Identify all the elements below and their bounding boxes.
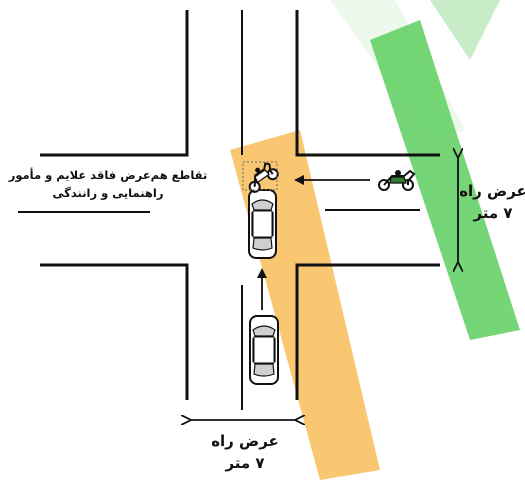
road-edge-top-right bbox=[295, 10, 440, 157]
bottom-road-width-line2: ۷ متر bbox=[225, 454, 265, 472]
car-icon bbox=[249, 315, 279, 385]
road-edge-bottom-left bbox=[40, 263, 189, 400]
lane-lines bbox=[18, 10, 420, 410]
car-icon bbox=[248, 189, 277, 259]
motorcycle-icon bbox=[378, 169, 416, 191]
motorcycle-icon bbox=[248, 162, 279, 193]
bottom-road-width-line1: عرض راه bbox=[211, 432, 279, 450]
intersection-label: تقاطع هم‌عرض فاقد علایم و مأمور راهنمایی… bbox=[8, 166, 208, 202]
road-edge-top-left bbox=[40, 10, 189, 157]
intersection-label-line2: راهنمایی و رانندگی bbox=[52, 186, 164, 200]
road-edge-bottom-right bbox=[295, 263, 440, 400]
right-road-width-line1: عرض راه bbox=[459, 182, 525, 200]
right-road-width-label: عرض راه ۷ متر bbox=[458, 180, 525, 224]
road-edges bbox=[40, 10, 440, 400]
intersection-label-line1: تقاطع هم‌عرض فاقد علایم و مأمور bbox=[8, 168, 208, 182]
bottom-road-width-label: عرض راه ۷ متر bbox=[205, 430, 285, 474]
right-road-width-line2: ۷ متر bbox=[473, 204, 513, 222]
collision-zone bbox=[242, 161, 278, 191]
